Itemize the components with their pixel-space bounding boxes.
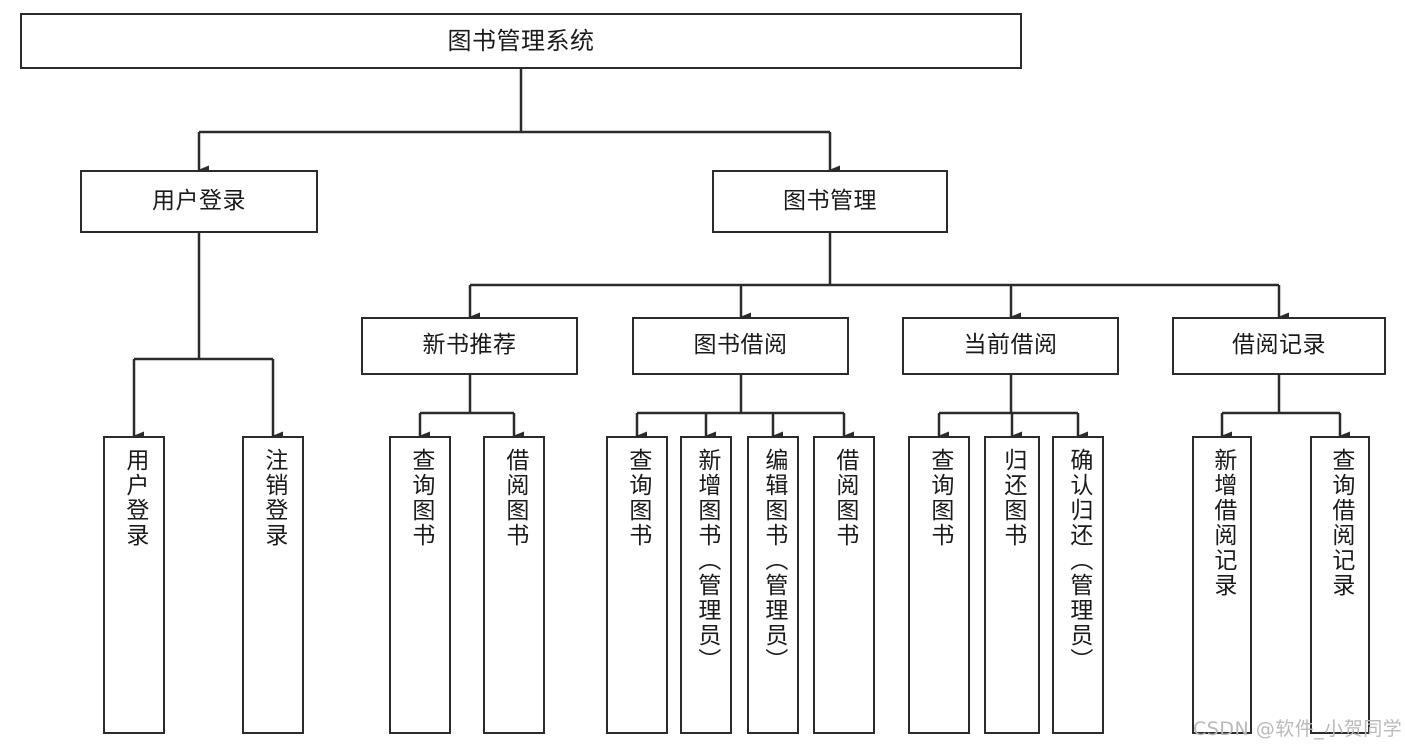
- leaf-add-borrow-record[interactable]: 新增借阅记录: [1192, 436, 1252, 734]
- node-label: 新增图书（管理员）: [693, 448, 720, 673]
- node-label: 借阅图书: [501, 448, 528, 548]
- node-label: 新增借阅记录: [1209, 448, 1236, 598]
- leaf-query-book-recommend[interactable]: 查询图书: [389, 436, 451, 734]
- node-label: 借阅记录: [1232, 332, 1326, 359]
- node-book-manage-module[interactable]: 图书管理: [712, 170, 948, 233]
- node-borrow-record[interactable]: 借阅记录: [1172, 317, 1386, 375]
- watermark-text: CSDN @软件_小贺同学: [1193, 718, 1403, 740]
- node-label: 查询图书: [624, 448, 651, 548]
- node-label: 当前借阅: [963, 332, 1058, 359]
- node-label: 归还图书: [999, 448, 1026, 548]
- node-new-book-recommend[interactable]: 新书推荐: [361, 317, 578, 375]
- node-current-borrow[interactable]: 当前借阅: [902, 317, 1119, 375]
- node-label: 用户登录: [121, 448, 148, 548]
- node-label: 图书管理: [783, 187, 877, 214]
- leaf-borrow-book[interactable]: 借阅图书: [813, 436, 875, 734]
- leaf-add-book-admin[interactable]: 新增图书（管理员）: [680, 436, 732, 734]
- node-user-login-module[interactable]: 用户登录: [80, 170, 318, 233]
- leaf-logout[interactable]: 注销登录: [242, 436, 304, 734]
- leaf-edit-book-admin[interactable]: 编辑图书（管理员）: [747, 436, 799, 734]
- leaf-return-book[interactable]: 归还图书: [984, 436, 1040, 734]
- node-label: 编辑图书（管理员）: [760, 448, 787, 673]
- node-label: 图书管理系统: [447, 26, 595, 55]
- node-label: 注销登录: [260, 448, 287, 548]
- node-book-borrow[interactable]: 图书借阅: [632, 317, 849, 375]
- node-label: 借阅图书: [831, 448, 858, 548]
- leaf-confirm-return-admin[interactable]: 确认归还（管理员）: [1052, 436, 1104, 734]
- node-label: 查询图书: [926, 448, 953, 548]
- node-label: 图书借阅: [693, 332, 788, 359]
- node-label: 新书推荐: [422, 332, 517, 359]
- leaf-borrow-book-recommend[interactable]: 借阅图书: [483, 436, 545, 734]
- node-label: 查询借阅记录: [1327, 448, 1354, 598]
- leaf-user-login[interactable]: 用户登录: [103, 436, 165, 734]
- node-label: 用户登录: [152, 187, 246, 214]
- leaf-query-book-current[interactable]: 查询图书: [908, 436, 970, 734]
- node-label: 查询图书: [407, 448, 434, 548]
- node-root-system[interactable]: 图书管理系统: [20, 13, 1022, 69]
- leaf-query-book-borrow[interactable]: 查询图书: [606, 436, 668, 734]
- node-label: 确认归还（管理员）: [1065, 448, 1092, 673]
- leaf-query-borrow-record[interactable]: 查询借阅记录: [1310, 436, 1370, 734]
- edge-group: [132, 69, 1350, 441]
